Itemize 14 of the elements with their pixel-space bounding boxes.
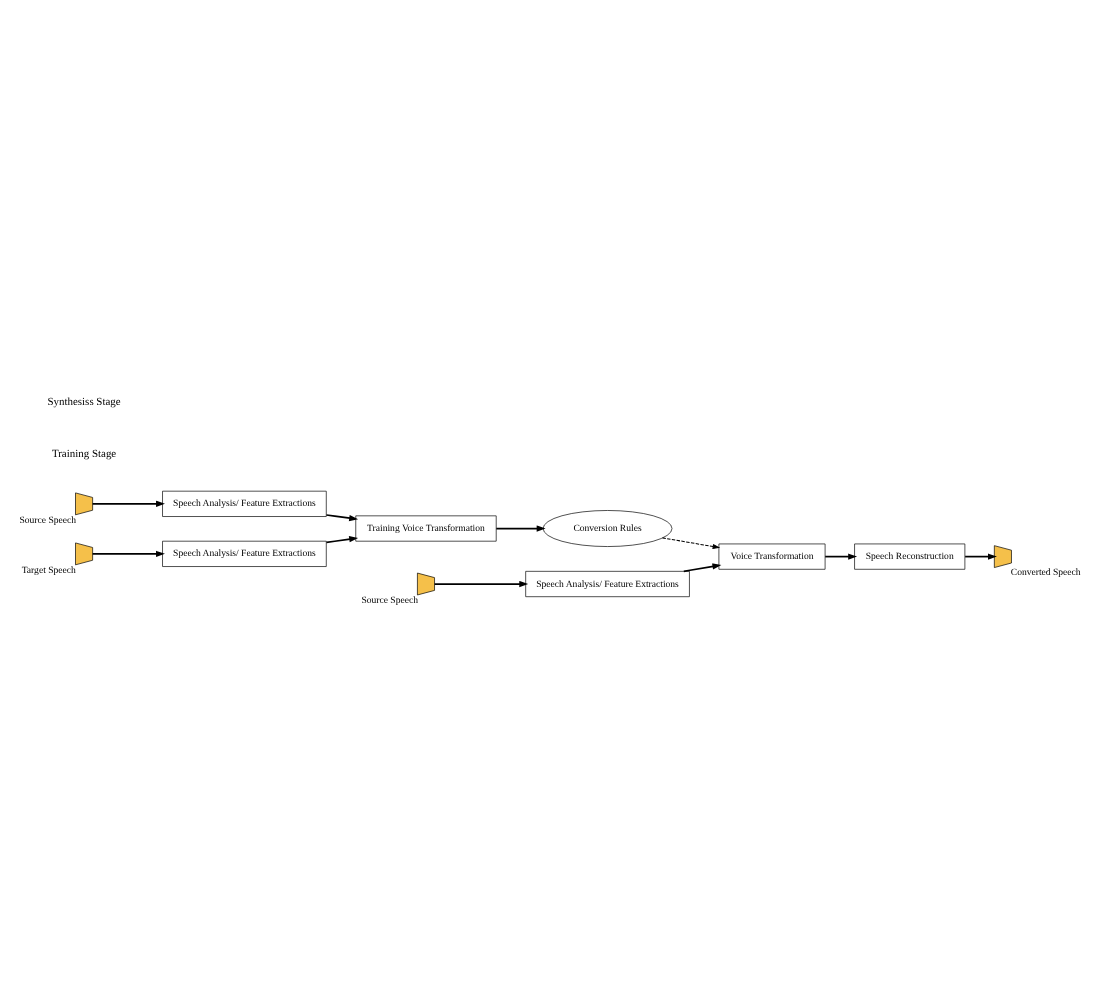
node-speaker [75,541,93,565]
arrow [433,579,529,587]
arrow [682,562,722,572]
arrow [91,499,165,506]
arrow [964,552,997,559]
node-speaker [75,491,93,515]
node-speaker [994,544,1012,567]
arrow [662,536,721,549]
arrow [495,524,546,531]
arrow [325,513,359,521]
node-speaker [417,571,435,595]
arrow [91,549,165,556]
arrow [325,535,359,543]
arrow [824,552,858,559]
